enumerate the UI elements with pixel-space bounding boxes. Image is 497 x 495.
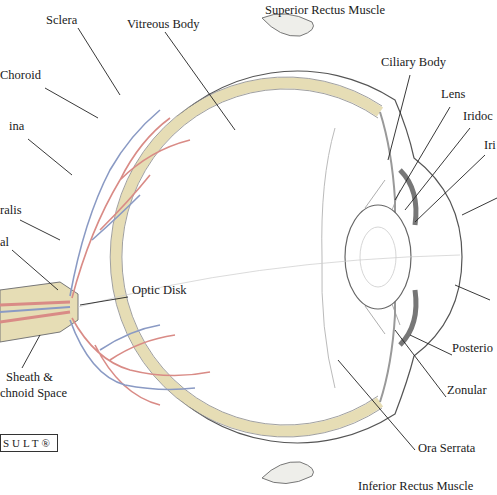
part-label: ina	[9, 119, 24, 133]
part-label: Posterio	[452, 341, 493, 355]
part-label: Choroid	[0, 68, 41, 82]
part-label: Lens	[441, 87, 465, 101]
inferior-rectus-muscle	[262, 462, 314, 484]
central-artery	[0, 302, 70, 322]
part-label: Vitreous Body	[127, 17, 200, 31]
optic-nerve	[0, 282, 78, 342]
part-label: Sclera	[46, 13, 77, 27]
part-label: Zonular	[447, 383, 487, 397]
central-vein	[0, 307, 70, 312]
part-label: Iridoc	[463, 109, 493, 123]
zonular-fibers	[365, 180, 400, 334]
retinal-vessels	[70, 110, 210, 405]
part-label: Sheath &	[6, 370, 53, 384]
part-label: Ora Serrata	[418, 441, 475, 455]
logo-text: SULT®	[0, 434, 58, 452]
ora-serrata	[322, 128, 335, 388]
axis-line	[78, 255, 460, 307]
part-label: ralis	[0, 203, 22, 217]
part-label: chnoid Space	[0, 386, 67, 400]
part-label: Optic Disk	[132, 283, 187, 297]
choroid-band	[116, 83, 380, 431]
leader-lines	[12, 28, 497, 450]
part-label: Iri	[484, 138, 496, 152]
lens-nucleus	[360, 227, 396, 287]
part-label: Superior Rectus Muscle	[265, 3, 385, 17]
part-label: al	[0, 235, 9, 249]
part-label: Inferior Rectus Muscle	[358, 479, 473, 493]
part-label: Ciliary Body	[381, 55, 446, 69]
band-edge	[110, 77, 382, 437]
superior-rectus-muscle	[262, 14, 314, 36]
